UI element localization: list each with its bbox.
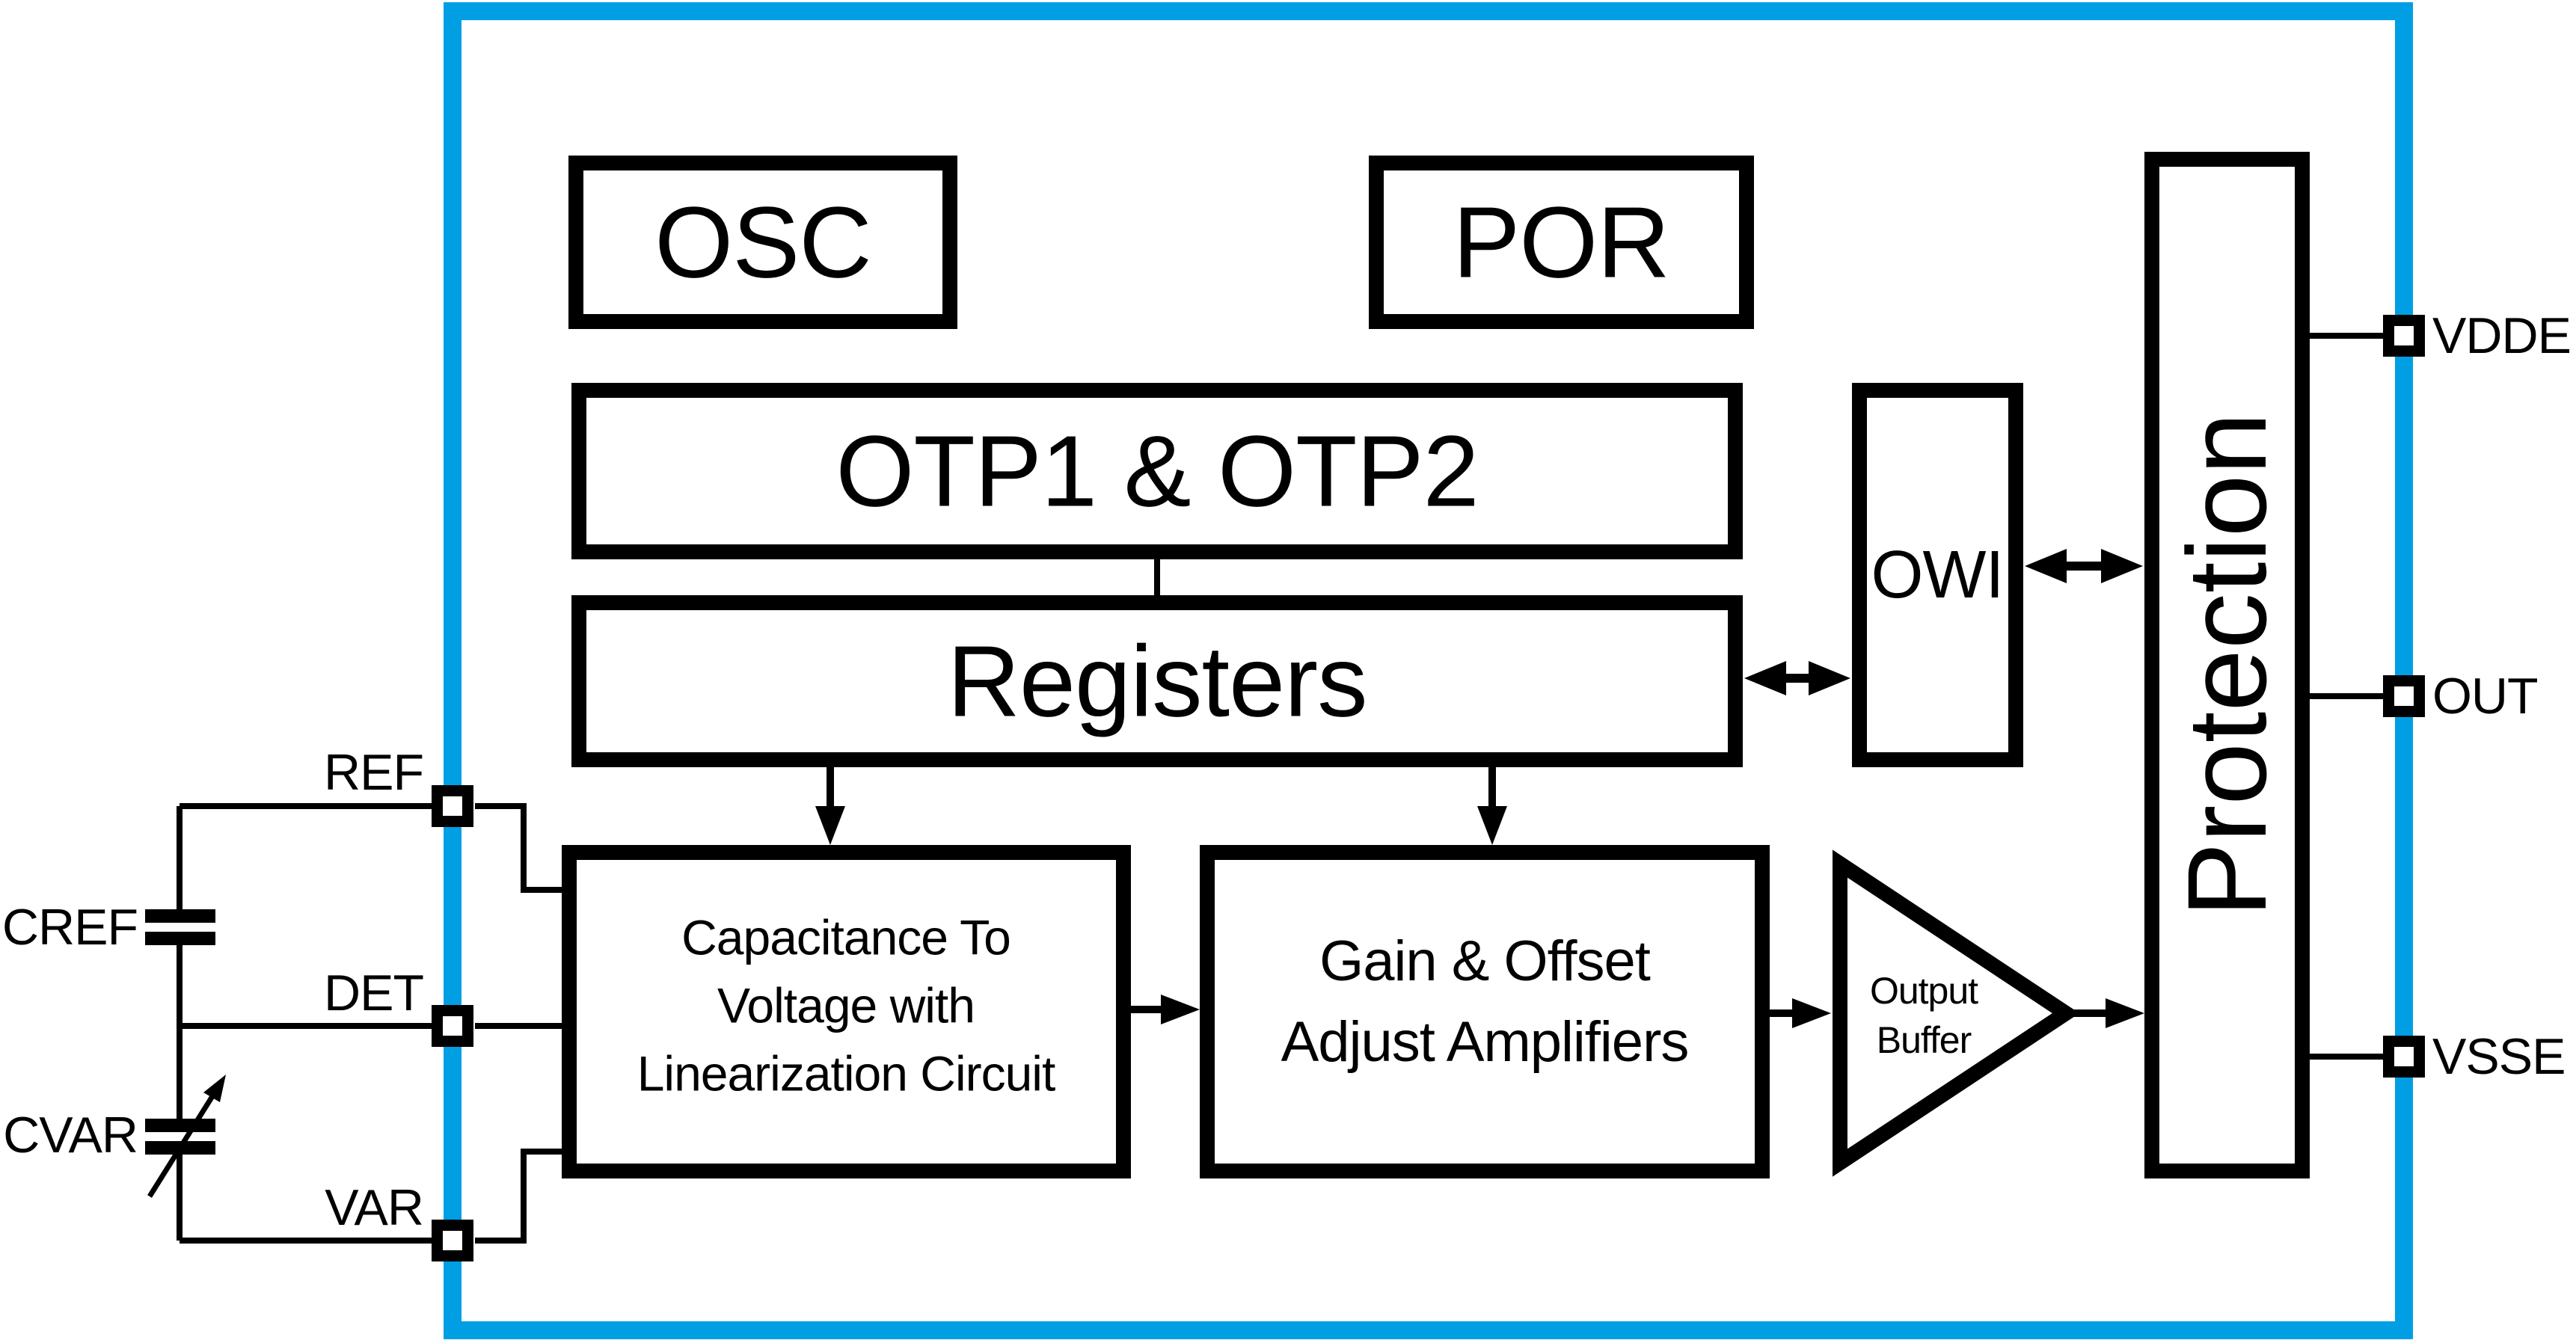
pin-label-det: DET [324,965,424,1021]
pin-out [2383,675,2425,717]
por-box [1369,156,1754,329]
external-capacitors [145,909,226,1198]
pin-ref-inner [443,796,462,816]
owi-box [1852,383,2023,767]
cvar-label: CVAR [3,1107,138,1164]
pin-label-ref: REF [324,744,424,801]
cvar-variable-arrow-head [203,1075,226,1102]
c2v-label-line3: Linearization Circuit [637,1045,1056,1101]
arrow-owi-protection-left-head [2025,549,2067,583]
output-buffer-label-line2: Buffer [1876,1019,1972,1061]
owi-label: OWI [1871,538,2005,612]
pin-label-vsse: VSSE [2432,1028,2566,1085]
output-buffer-label: Output Buffer [1870,966,1978,1065]
pin-vsse [2383,1036,2425,1078]
pin-vdde-inner [2394,326,2414,345]
cvar-variable-arrow-shaft [147,1095,215,1198]
cref-label: CREF [1,899,138,956]
arrow-owi-protection-right-head [2101,549,2143,583]
pin-var [432,1220,473,1261]
protection-label: Protection [2164,412,2290,918]
arrow-group [815,760,2144,1028]
pin-ref [432,785,473,827]
gain-label-line1: Gain & Offset [1319,929,1651,994]
gain-label: Gain & Offset Adjust Amplifiers [1281,921,1690,1083]
pin-group [432,315,2425,1261]
pin-label-vdde: VDDE [2432,307,2572,364]
cref-capacitor-top-plate [145,909,215,923]
osc-label: OSC [654,185,872,299]
otp-box [571,383,1743,559]
wire-group [177,333,2385,1244]
bidi-arrow-group [1744,549,2143,695]
block-group [562,152,2310,1178]
osc-box [568,156,957,329]
c2v-label-line2: Voltage with [717,977,975,1033]
protection-box [2144,152,2310,1178]
pin-det-inner [443,1016,462,1036]
pin-vdde [2383,315,2425,357]
registers-label: Registers [947,624,1367,738]
por-label: POR [1453,185,1670,299]
c2v-box [562,845,1131,1178]
pin-label-var: VAR [325,1179,424,1236]
registers-box [571,595,1743,767]
arrow-registers-to-gain-head [1477,806,1507,845]
otp-label: OTP1 & OTP2 [835,414,1479,528]
wire-ref-internal [475,803,569,893]
pin-vsse-inner [2394,1047,2414,1066]
output-buffer-label-line1: Output [1869,970,1978,1012]
output-buffer-triangle [1833,849,2080,1177]
arrow-registers-to-c2v-head [815,806,845,845]
gain-label-line2: Adjust Amplifiers [1281,1010,1690,1074]
arrow-registers-owi-left-head [1744,661,1786,695]
arrow-registers-owi-right-head [1809,661,1850,695]
arrow-buffer-to-protection-head [2106,998,2144,1028]
cvar-capacitor-top-plate [145,1119,215,1132]
cref-capacitor-bottom-plate [145,932,215,945]
pin-out-inner [2394,686,2414,706]
c2v-label: Capacitance To Voltage with Linearizatio… [637,903,1056,1107]
arrow-c2v-to-gain-head [1161,995,1200,1024]
pin-label-out: OUT [2432,668,2539,725]
gain-box [1200,845,1770,1178]
pin-det [432,1005,473,1047]
chip-boundary-border [444,2,2413,1339]
arrow-gain-to-buffer-head [1792,998,1831,1028]
wire-var-internal [475,1149,569,1244]
c2v-label-line1: Capacitance To [681,909,1011,965]
pin-var-inner [443,1231,462,1250]
